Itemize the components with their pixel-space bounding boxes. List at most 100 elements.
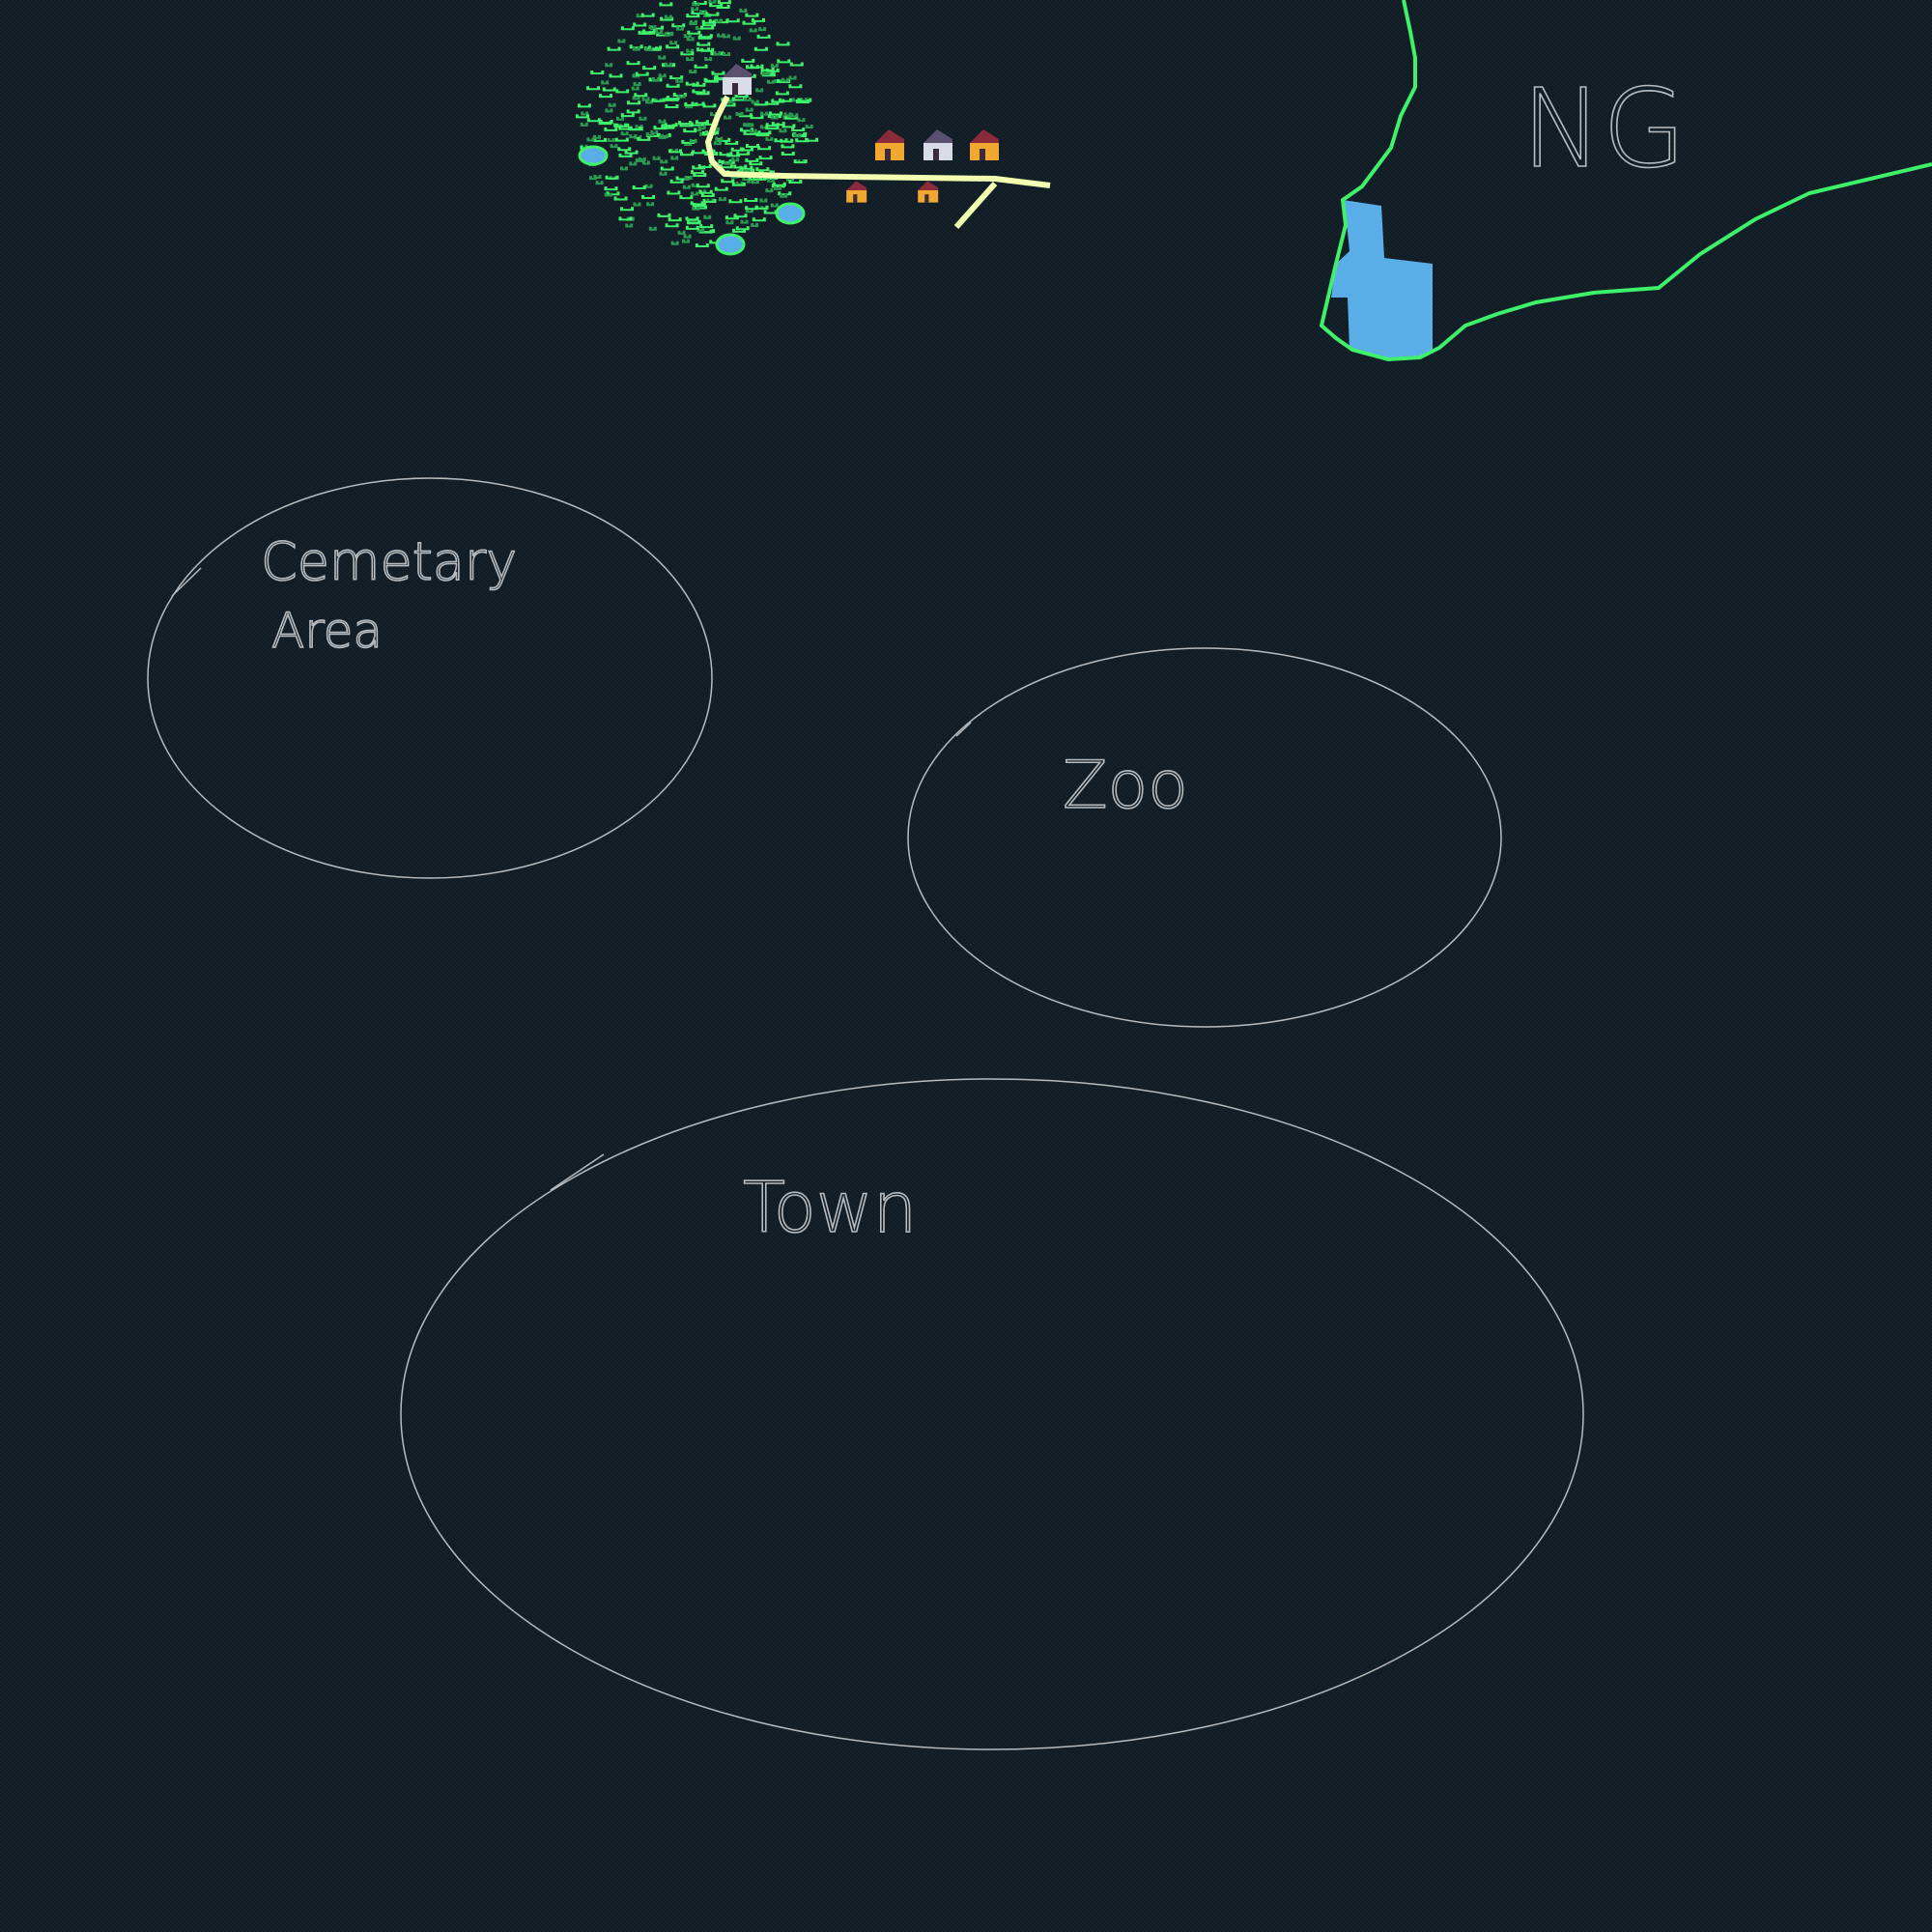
tree-icon xyxy=(704,57,713,62)
tree-icon xyxy=(640,13,655,17)
tree-icon xyxy=(634,93,648,98)
tree-icon xyxy=(750,115,764,120)
tree-icon xyxy=(682,185,691,189)
town-region[interactable]: Town xyxy=(400,1078,1584,1750)
tree-icon xyxy=(778,98,792,102)
tree-icon xyxy=(724,160,732,165)
tree-icon xyxy=(683,234,692,239)
tree-icon xyxy=(766,178,775,183)
tree-icon xyxy=(625,223,634,228)
tree-icon xyxy=(732,228,747,233)
tree-icon xyxy=(664,62,672,67)
zoo-region[interactable]: Zoo xyxy=(907,647,1502,1028)
tree-icon xyxy=(788,180,803,185)
tree-icon xyxy=(701,19,716,24)
tree-icon xyxy=(692,2,700,7)
tree-icon xyxy=(755,88,764,93)
tree-icon xyxy=(740,219,749,224)
tree-icon xyxy=(751,17,765,22)
tree-icon xyxy=(665,223,679,228)
tree-icon xyxy=(598,94,612,99)
tree-icon xyxy=(721,179,735,184)
tree-icon xyxy=(751,180,759,185)
tree-icon xyxy=(702,22,717,27)
tree-icon xyxy=(605,175,619,180)
tree-icon xyxy=(741,58,755,63)
tree-icon xyxy=(768,111,782,116)
tree-icon xyxy=(700,25,715,30)
tree-icon xyxy=(684,175,693,180)
tree-icon xyxy=(757,130,772,135)
tree-icon xyxy=(609,73,623,78)
tree-icon xyxy=(734,94,749,99)
tree-icon xyxy=(726,153,741,157)
tree-icon xyxy=(701,229,716,234)
tree-icon xyxy=(627,100,641,105)
tree-icon xyxy=(765,126,780,130)
tree-icon xyxy=(700,192,715,197)
tree-icon xyxy=(617,39,626,43)
tree-icon xyxy=(632,185,646,190)
tree-icon xyxy=(788,84,803,89)
tree-icon xyxy=(692,203,706,208)
village-road xyxy=(705,95,1051,229)
pond xyxy=(715,233,746,256)
tree-icon xyxy=(660,166,674,171)
tree-icon xyxy=(696,91,710,96)
tree-icon xyxy=(724,115,732,120)
tree-icon xyxy=(658,73,667,78)
tree-icon xyxy=(646,202,655,207)
tree-icon xyxy=(599,120,613,125)
tree-icon xyxy=(575,114,589,119)
tree-icon xyxy=(692,206,700,211)
tree-icon xyxy=(699,224,714,229)
tree-icon xyxy=(626,61,640,66)
tree-icon xyxy=(781,124,796,128)
tree-icon xyxy=(693,1,707,6)
tree-icon xyxy=(776,42,790,46)
tree-icon xyxy=(664,32,672,37)
tree-icon xyxy=(698,189,713,194)
tree-icon xyxy=(680,51,695,56)
tree-icon xyxy=(713,141,722,146)
tree-icon xyxy=(659,2,673,7)
tree-icon xyxy=(651,98,666,102)
tree-icon xyxy=(793,132,802,137)
tree-icon xyxy=(781,152,795,156)
tree-icon xyxy=(735,111,744,116)
tree-icon xyxy=(690,122,704,127)
tree-icon xyxy=(644,184,653,188)
tree-icon xyxy=(645,132,654,137)
tree-icon xyxy=(690,201,704,206)
tree-icon xyxy=(604,186,618,191)
cemetary-label: Cemetary xyxy=(261,531,517,592)
tree-icon xyxy=(793,159,808,164)
cemetary-region[interactable]: Cemetary Area xyxy=(147,477,713,879)
tree-icon xyxy=(641,160,650,165)
tree-icon xyxy=(713,51,722,56)
tree-icon xyxy=(703,214,712,219)
tree-icon xyxy=(618,126,633,130)
tree-icon xyxy=(602,87,616,92)
tree-icon xyxy=(744,197,758,202)
tree-icon xyxy=(757,146,772,151)
tree-icon xyxy=(765,100,780,105)
tree-icon xyxy=(770,203,779,208)
tree-icon xyxy=(797,118,806,123)
tree-icon xyxy=(617,147,632,152)
tree-icon xyxy=(745,157,759,162)
tree-icon xyxy=(696,47,711,52)
tree-icon xyxy=(697,126,706,130)
tree-icon xyxy=(593,137,608,142)
tree-icon xyxy=(655,29,664,34)
tree-icon xyxy=(783,112,792,117)
tree-icon xyxy=(691,7,699,12)
house-icon xyxy=(918,181,939,203)
tree-icon xyxy=(723,52,731,57)
tree-icon xyxy=(760,67,775,71)
tree-icon xyxy=(685,225,699,230)
tree-icon xyxy=(714,186,728,191)
tree-icon xyxy=(604,192,612,197)
tree-icon xyxy=(683,128,697,133)
